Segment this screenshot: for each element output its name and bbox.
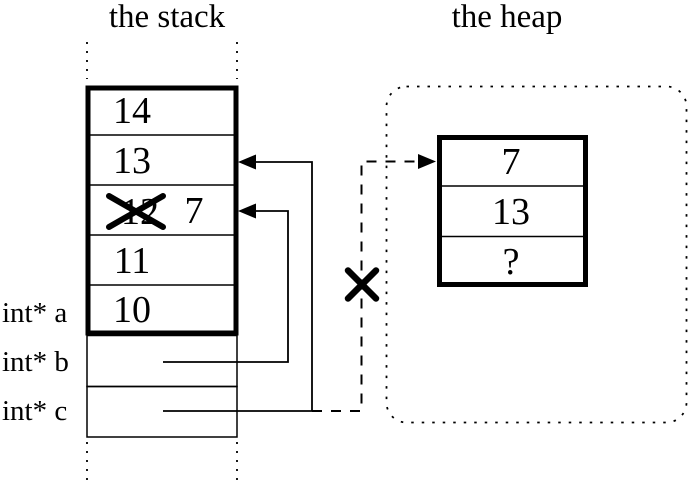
heap-title: the heap: [452, 0, 563, 35]
heap-cell-value: 7: [502, 141, 521, 183]
arrowhead-icon: [238, 203, 256, 219]
dangling-pointer-dashed-arrow: [312, 154, 436, 412]
arrowhead-icon: [418, 154, 436, 169]
stack-cell-value: 14: [113, 90, 151, 132]
stack-cell-value: 10: [113, 289, 151, 331]
pointer-b-cell: [86, 334, 238, 388]
label-int-c: int* c: [2, 395, 67, 427]
stack-cell-value: 13: [113, 140, 151, 182]
label-int-a: int* a: [2, 297, 67, 329]
heap-cell-value: 13: [492, 191, 530, 233]
pointer-c-arrow: [163, 154, 313, 412]
stack-dotted-extension-lines: [86, 42, 238, 487]
pointer-b-arrow: [163, 203, 289, 363]
arrowhead-icon: [238, 154, 256, 170]
stack-cell-value: 11: [114, 240, 151, 282]
stack-cell-new-value: 7: [185, 190, 204, 232]
x-cross-icon: [106, 193, 166, 230]
stack-frame-box: [85, 85, 239, 336]
heap-block-box: [437, 135, 588, 287]
x-cross-icon: [344, 267, 380, 302]
stack-title: the stack: [109, 0, 226, 35]
heap-cell-value: ?: [503, 241, 520, 283]
label-int-b: int* b: [2, 346, 69, 378]
